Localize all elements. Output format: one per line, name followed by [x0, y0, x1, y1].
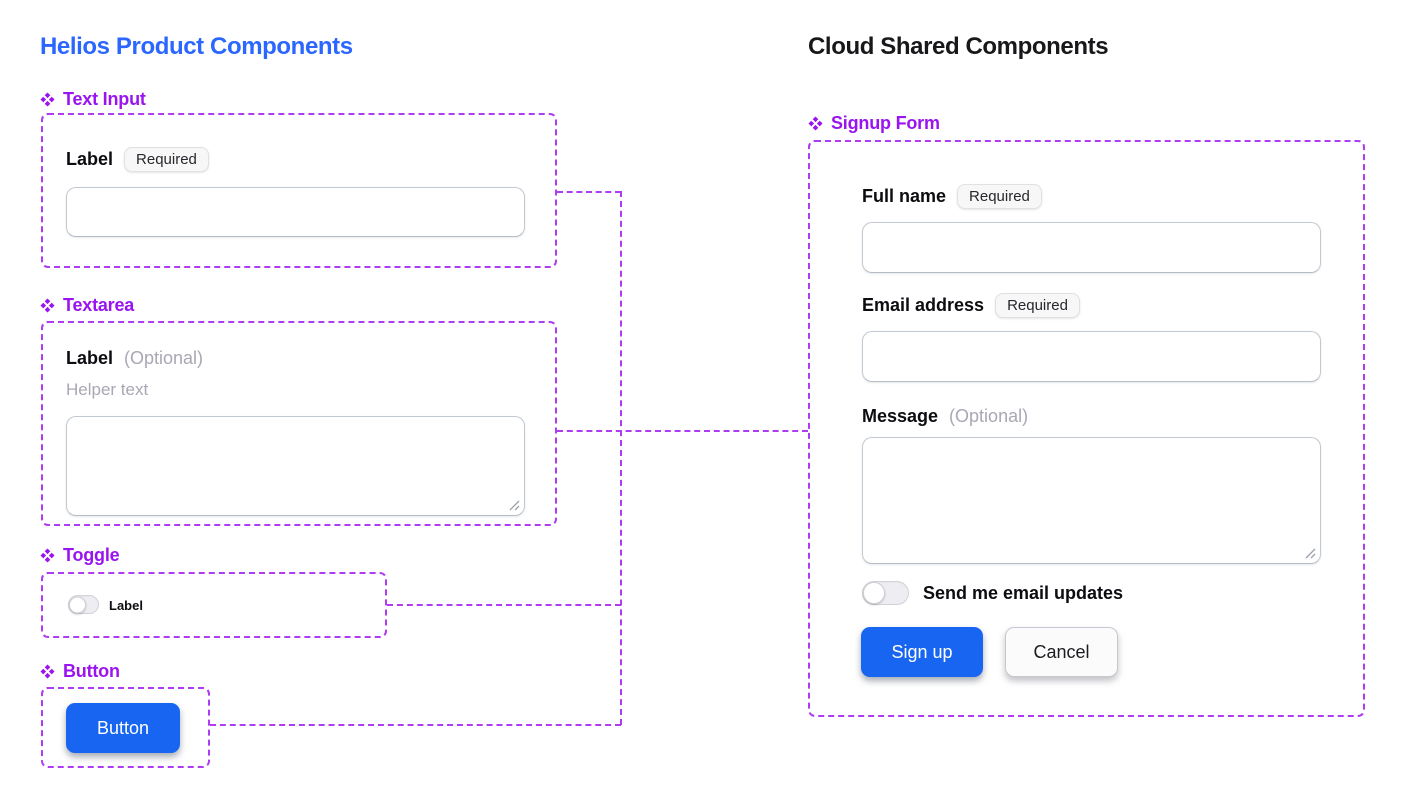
connector-toggle — [387, 604, 621, 606]
component-icon — [40, 92, 55, 107]
full-name-label-row: Full name Required — [862, 182, 1042, 210]
optional-label: (Optional) — [949, 405, 1029, 426]
section-header-label: Toggle — [63, 545, 120, 565]
section-header-text-input: Text Input — [40, 89, 146, 110]
email-updates-toggle[interactable] — [862, 581, 909, 605]
section-header-label: Text Input — [63, 89, 146, 109]
textarea-field[interactable] — [66, 416, 525, 516]
field-label: Message — [862, 405, 939, 426]
left-panel-title: Helios Product Components — [40, 33, 353, 60]
toggle-knob — [863, 582, 885, 604]
helper-text: Helper text — [66, 380, 149, 399]
component-icon — [40, 298, 55, 313]
text-input-field[interactable] — [66, 187, 525, 237]
toggle-knob — [69, 596, 86, 613]
section-header-textarea: Textarea — [40, 295, 134, 316]
toggle-component-frame — [41, 572, 387, 638]
field-label: Label — [66, 148, 114, 169]
resize-handle-icon[interactable] — [509, 500, 520, 511]
right-panel-title: Cloud Shared Components — [808, 33, 1109, 60]
button-component-frame — [41, 687, 210, 768]
message-label-row: Message (Optional) — [862, 402, 1028, 430]
section-header-label: Button — [63, 661, 120, 681]
resize-handle-icon[interactable] — [1305, 548, 1316, 559]
field-label: Label — [66, 347, 114, 368]
optional-label: (Optional) — [124, 347, 204, 368]
textarea-field-wrap — [66, 416, 525, 516]
textarea-component-frame — [41, 321, 557, 526]
sample-button[interactable]: Button — [66, 703, 180, 753]
toggle-label-row: Label — [109, 591, 143, 619]
section-header-button: Button — [40, 661, 120, 682]
full-name-input[interactable] — [862, 222, 1321, 273]
cancel-button[interactable]: Cancel — [1005, 627, 1118, 677]
connector-text-input — [557, 191, 621, 193]
email-updates-label-row: Send me email updates — [923, 579, 1123, 607]
section-header-signup-form: Signup Form — [808, 113, 940, 134]
sign-up-button[interactable]: Sign up — [861, 627, 983, 677]
email-input[interactable] — [862, 331, 1321, 382]
field-label: Email address — [862, 294, 985, 315]
email-label-row: Email address Required — [862, 291, 1080, 319]
connector-trunk — [620, 191, 622, 725]
required-badge: Required — [124, 146, 209, 172]
section-header-label: Textarea — [63, 295, 135, 315]
component-icon — [808, 116, 823, 131]
required-badge: Required — [995, 292, 1080, 318]
connector-button — [210, 724, 621, 726]
email-updates-label: Send me email updates — [923, 582, 1124, 603]
section-header-label: Signup Form — [831, 113, 940, 133]
component-icon — [40, 664, 55, 679]
component-icon — [40, 548, 55, 563]
section-header-toggle: Toggle — [40, 545, 120, 566]
connector-textarea-to-signup — [557, 430, 808, 432]
toggle-label: Label — [109, 597, 143, 613]
message-textarea[interactable] — [862, 437, 1321, 564]
field-label: Full name — [862, 185, 947, 206]
signup-form-component-frame — [808, 140, 1365, 717]
text-input-label-row: Label Required — [66, 145, 209, 173]
required-badge: Required — [957, 183, 1042, 209]
text-input-component-frame — [41, 113, 557, 268]
message-field-wrap — [862, 437, 1321, 564]
textarea-label-row: Label (Optional) — [66, 344, 203, 372]
toggle-switch[interactable] — [68, 595, 99, 614]
